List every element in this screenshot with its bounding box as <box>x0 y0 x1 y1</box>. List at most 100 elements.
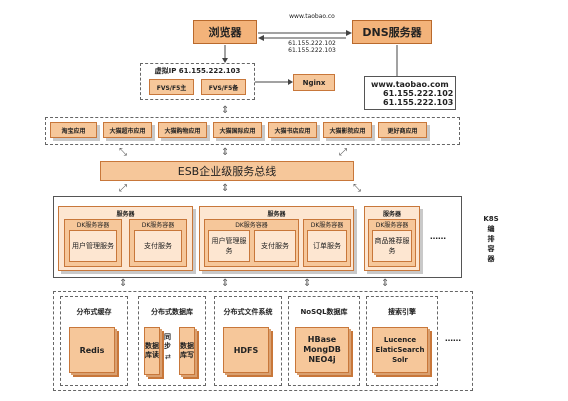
db-title: 分布式数据库 <box>151 308 193 316</box>
svc-storage-arrow-4: ⇕ <box>381 278 390 289</box>
esb-servers-arrow-right: ⤡ <box>353 183 361 194</box>
search-lucene: Lucence <box>383 336 417 344</box>
dns-record: www.taobao.com 61.155.222.102 61.155.222… <box>364 76 456 110</box>
nosql-hbase: HBase <box>307 335 337 344</box>
vip-apps-arrow: ⇕ <box>221 105 230 116</box>
esb-bus: ESB企业级服务总线 <box>100 161 354 181</box>
service-label: 订单服务 <box>313 242 341 250</box>
dns-server-node: DNS服务器 <box>352 20 432 44</box>
app-label: 大猫超市应用 <box>109 127 146 135</box>
service-label: 支付服务 <box>144 242 172 250</box>
db-read-node: 数据库读 <box>144 327 160 375</box>
app-label: 大猫书店应用 <box>274 127 311 135</box>
container-header: DK服务容器 <box>375 222 409 229</box>
app-item: 大猫国际应用 <box>213 122 262 138</box>
browser-label: 浏览器 <box>208 26 242 39</box>
lb-main: FVS/F5主 <box>149 79 194 95</box>
cache-title: 分布式缓存 <box>76 308 112 316</box>
server-3-title: 服务器 <box>382 211 401 218</box>
servers-ellipsis: …… <box>430 232 446 241</box>
server-1-title: 服务器 <box>116 211 135 218</box>
storage-cache: 分布式缓存 Redis <box>60 296 128 386</box>
svc-storage-arrow-2: ⇕ <box>221 278 230 289</box>
dns-query-ip1: 61.155.222.102 <box>288 40 336 47</box>
fs-title: 分布式文件系统 <box>223 308 273 316</box>
vip-title: 虚拟IP 61.155.222.103 <box>154 67 241 75</box>
nosql-mongodb: MongDB <box>303 345 341 354</box>
app-item: 大猫书店应用 <box>268 122 317 138</box>
storage-search: 搜索引擎 Lucence ElaticSearch Solr <box>366 296 438 386</box>
app-item: 大猫影院应用 <box>323 122 372 138</box>
service-box: 用户管理服务 <box>208 230 250 262</box>
service-box: 订单服务 <box>307 230 347 262</box>
dns-record-ip1: 61.155.222.102 <box>383 89 454 98</box>
lb-main-label: FVS/F5主 <box>156 84 187 92</box>
app-label: 大猫影院应用 <box>329 127 366 135</box>
service-label: 用户管理服务 <box>211 237 247 255</box>
service-box: 商品推荐服务 <box>372 230 412 262</box>
esb-label: ESB企业级服务总线 <box>177 165 277 178</box>
app-label: 更好商应用 <box>387 127 418 135</box>
server-2-container-1: DK服务容器 用户管理服务 支付服务 <box>204 219 299 267</box>
redis-label: Redis <box>79 345 105 355</box>
svc-storage-arrow-1: ⇕ <box>119 278 128 289</box>
app-label: 大猫国际应用 <box>219 127 256 135</box>
service-box: 用户管理服务 <box>69 230 117 262</box>
apps-esb-arrow-right: ⤢ <box>339 147 347 158</box>
db-read-label: 数据库读 <box>145 342 159 359</box>
server-1-container-1: DK服务容器 用户管理服务 <box>64 219 122 267</box>
app-item: 大猫购物应用 <box>158 122 207 138</box>
service-label: 商品推荐服务 <box>374 237 410 255</box>
lb-backup: FVS/F5备 <box>201 79 246 95</box>
hdfs-label: HDFS <box>233 345 259 355</box>
container-header: DK服务容器 <box>310 222 344 229</box>
service-label: 支付服务 <box>261 242 289 250</box>
server-2-container-2: DK服务容器 订单服务 <box>303 219 351 267</box>
service-box: 支付服务 <box>134 230 182 262</box>
app-label: 大猫购物应用 <box>164 127 201 135</box>
redis-node: Redis <box>69 327 115 373</box>
db-write-node: 数据库写 <box>179 327 195 375</box>
dns-record-domain: www.taobao.com <box>371 80 449 89</box>
app-item: 大猫超市应用 <box>103 122 152 138</box>
vip-group: 虚拟IP 61.155.222.103 FVS/F5主 FVS/F5备 <box>140 63 255 100</box>
db-sync-arrow: ⇄ <box>165 353 171 361</box>
server-2: 服务器 DK服务容器 用户管理服务 支付服务 DK服务容器 订单服务 <box>199 206 354 271</box>
app-item: 淘宝应用 <box>50 122 97 138</box>
db-write-label: 数据库写 <box>180 342 194 359</box>
lb-backup-label: FVS/F5备 <box>208 84 239 92</box>
svc-storage-arrow-3: ⇕ <box>303 278 312 289</box>
apps-esb-arrow-mid: ⇕ <box>221 147 230 158</box>
dns-query-ip2: 61.155.222.103 <box>288 47 336 54</box>
apps-row <box>45 117 460 145</box>
server-2-title: 服务器 <box>267 211 286 218</box>
search-node: Lucence ElaticSearch Solr <box>372 327 428 373</box>
container-header: DK服务容器 <box>76 222 110 229</box>
nginx-node: Nginx <box>293 74 335 91</box>
search-solr: Solr <box>392 356 408 364</box>
esb-servers-arrow-left: ⤢ <box>119 183 127 194</box>
container-header: DK服务容器 <box>141 222 175 229</box>
services-cluster <box>53 196 462 278</box>
browser-node: 浏览器 <box>193 20 257 44</box>
nginx-label: Nginx <box>302 78 326 87</box>
server-1: 服务器 DK服务容器 用户管理服务 DK服务容器 支付服务 <box>58 206 193 271</box>
dns-query-domain: www.taobao.co <box>289 13 335 20</box>
storage-nosql: NoSQL数据库 HBase MongDB NEO4j <box>288 296 360 386</box>
search-title: 搜索引擎 <box>388 308 416 316</box>
apps-esb-arrow-left: ⤡ <box>119 147 127 158</box>
k8s-label: K8S 编 排 容 器 <box>483 215 499 263</box>
storage-fs: 分布式文件系统 HDFS <box>214 296 282 386</box>
db-sync-label: 同步 <box>164 333 171 350</box>
service-label: 用户管理服务 <box>72 242 114 250</box>
nosql-neo4j: NEO4j <box>308 355 336 364</box>
server-1-container-2: DK服务容器 支付服务 <box>129 219 187 267</box>
dns-record-ip2: 61.155.222.103 <box>383 98 454 107</box>
storage-layer <box>53 291 473 391</box>
server-3: 服务器 DK服务容器 商品推荐服务 <box>364 206 420 271</box>
service-box: 支付服务 <box>254 230 296 262</box>
hdfs-node: HDFS <box>223 327 269 373</box>
app-label: 淘宝应用 <box>61 127 86 135</box>
dns-server-label: DNS服务器 <box>362 26 422 39</box>
